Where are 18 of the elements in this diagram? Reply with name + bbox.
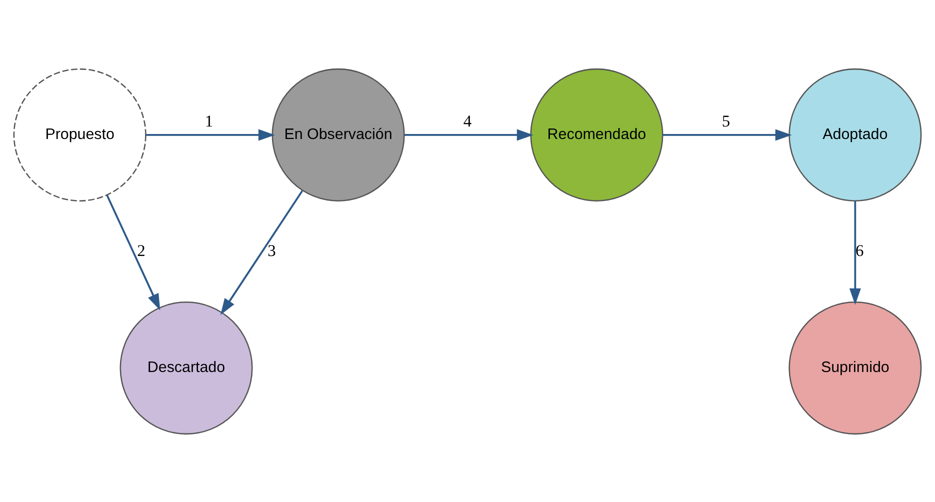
node-circle: En Observación xyxy=(272,68,405,201)
arrow xyxy=(849,200,861,304)
edge-label: 1 xyxy=(204,111,214,130)
node-circle: Suprimido xyxy=(788,301,922,434)
arrow xyxy=(146,128,275,140)
edge-label: 6 xyxy=(855,240,864,260)
edge-label: 4 xyxy=(463,111,472,130)
node-circle: Recomendado xyxy=(530,68,664,201)
node-circle: Adoptado xyxy=(788,68,922,201)
node-circle: Descartado xyxy=(120,301,253,434)
arrow xyxy=(404,128,534,140)
arrow xyxy=(106,194,160,310)
edge-label: 2 xyxy=(137,240,146,260)
node-circle: Propuesto xyxy=(13,68,146,201)
edge-label: 5 xyxy=(722,111,730,130)
arrow xyxy=(220,190,304,314)
arrow xyxy=(662,128,792,140)
edge-label: 3 xyxy=(268,240,276,260)
